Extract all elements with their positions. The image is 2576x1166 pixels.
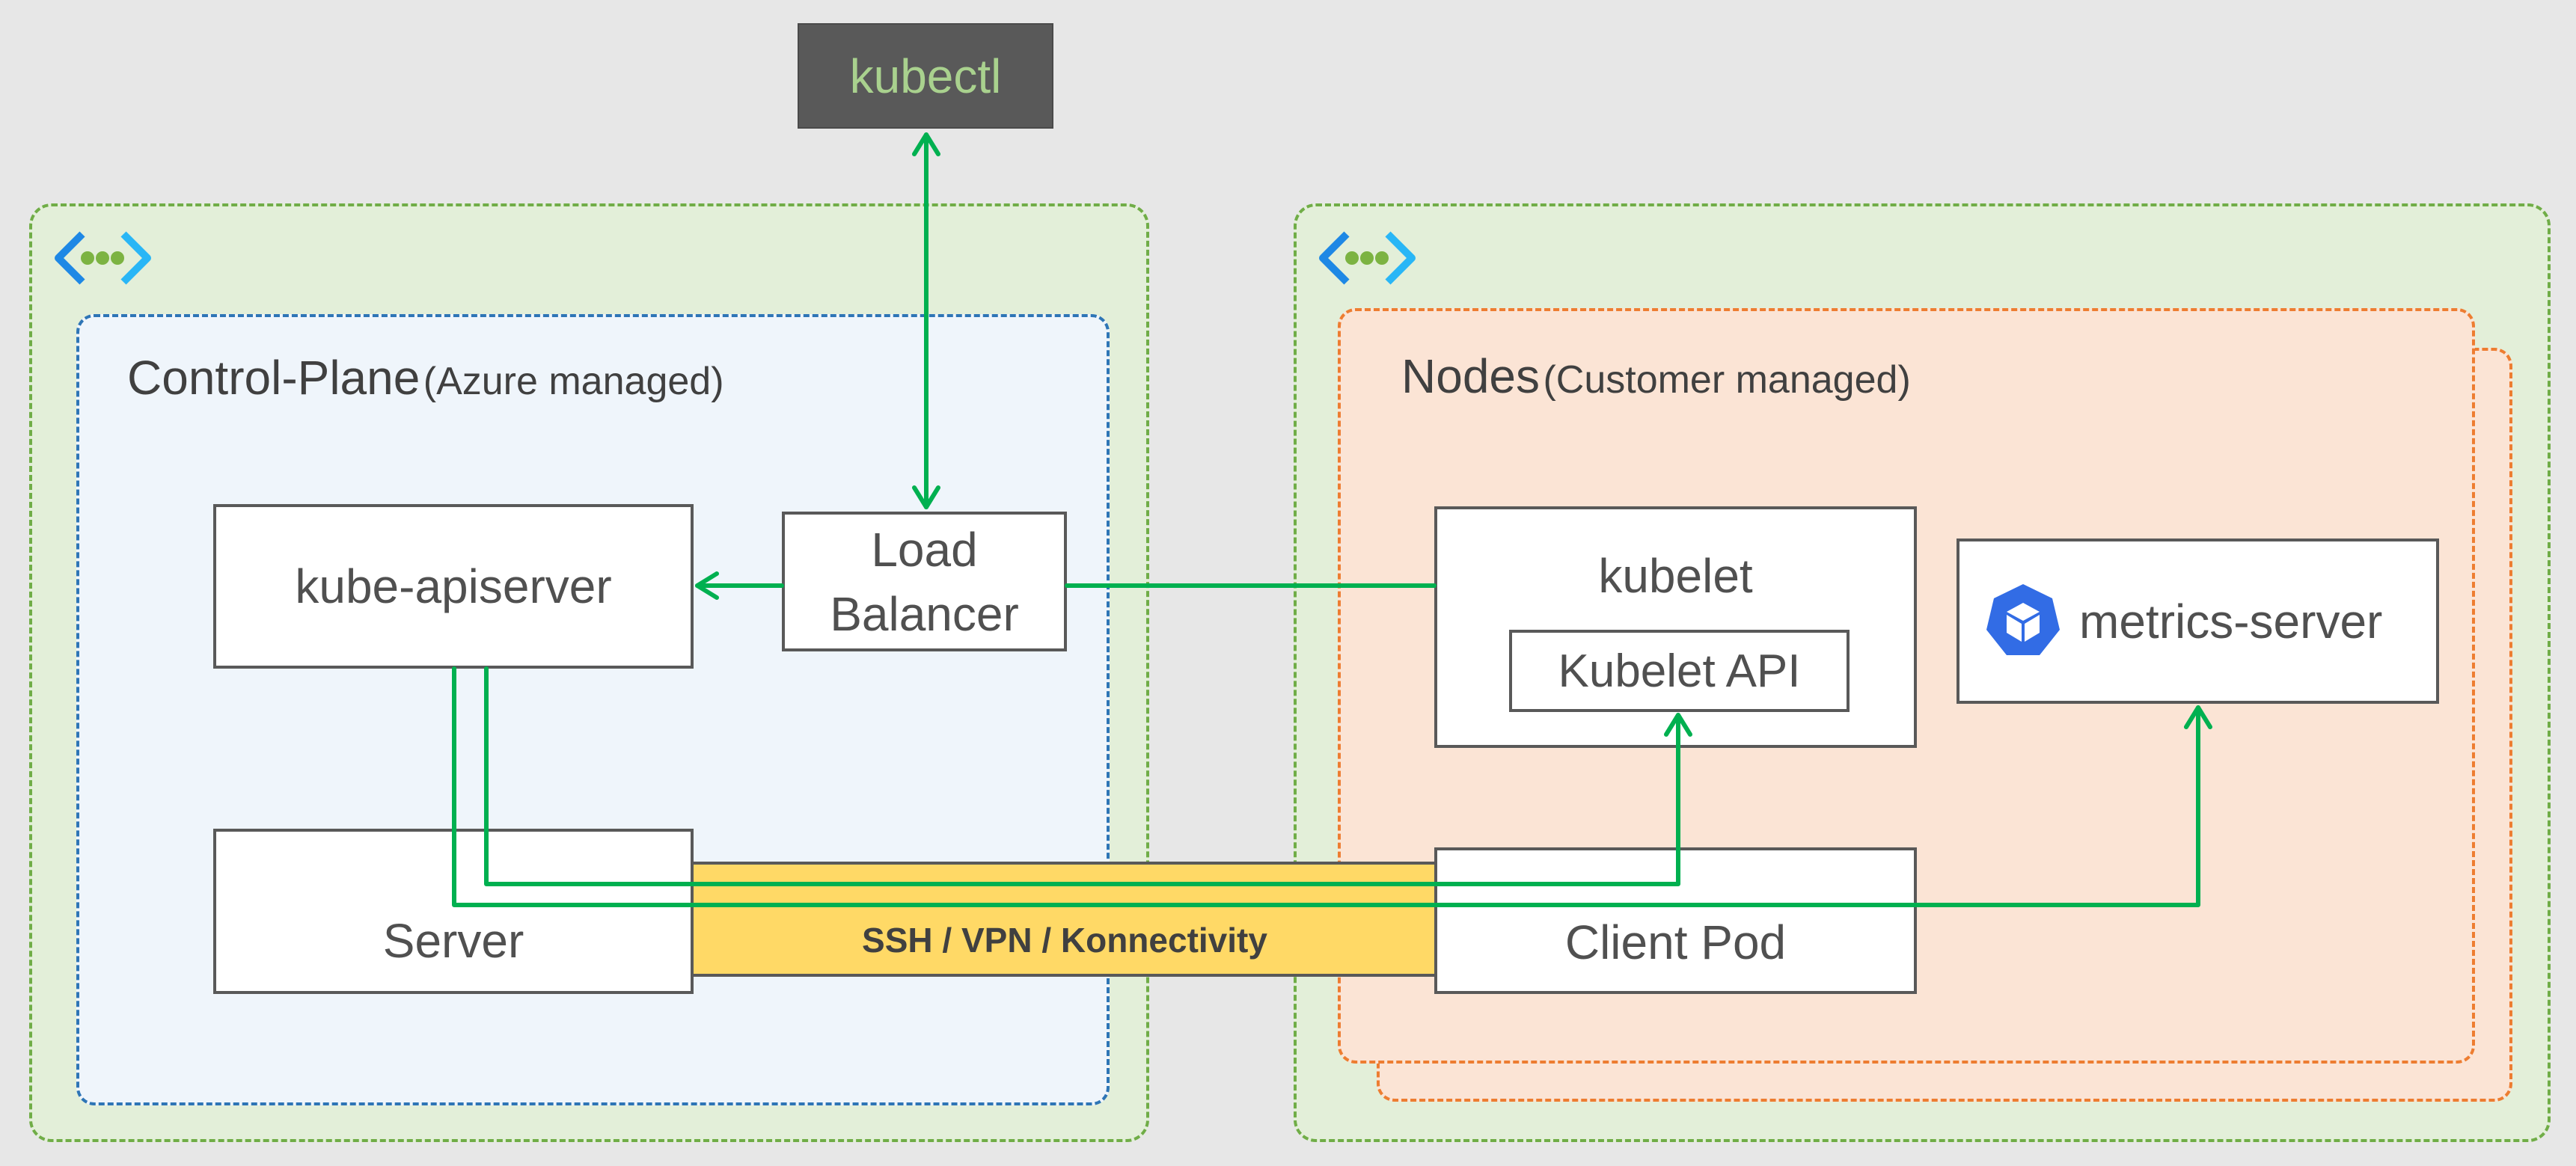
metrics-server-box: metrics-server	[1957, 538, 2439, 704]
tunnel-label: SSH / VPN / Konnectivity	[862, 921, 1267, 960]
nodes-title: Nodes (Customer managed)	[1401, 349, 1911, 404]
control-plane-title-text: Control-Plane	[127, 351, 420, 405]
nodes-title-text: Nodes	[1401, 349, 1540, 403]
virtual-network-icon	[55, 231, 151, 285]
tunnel-band: SSH / VPN / Konnectivity	[691, 862, 1438, 977]
metrics-server-label: metrics-server	[2079, 594, 2383, 648]
arrowhead-down	[912, 485, 940, 509]
arrowhead-up-metrics	[2184, 705, 2212, 729]
kubectl-label: kubectl	[849, 49, 1002, 103]
server-label: Server	[382, 914, 524, 968]
apiserver-kubelet-api-line	[484, 666, 1680, 886]
client-pod-box: Client Pod	[1434, 847, 1917, 994]
load-balancer-label-line1: Load	[871, 522, 978, 577]
load-balancer-box: Load Balancer	[782, 512, 1067, 651]
arrowhead-up-kubelet-api	[1664, 713, 1692, 737]
kubectl-box: kubectl	[798, 23, 1053, 129]
arrowhead-left	[695, 571, 719, 600]
load-balancer-label-line2: Balancer	[830, 586, 1019, 641]
client-pod-label: Client Pod	[1564, 915, 1787, 969]
kube-apiserver-box: kube-apiserver	[213, 504, 694, 669]
nodes-subtitle-text: (Customer managed)	[1543, 358, 1911, 402]
apiserver-metrics-line	[452, 666, 2200, 907]
kubelet-api-label: Kubelet API	[1558, 645, 1801, 697]
control-plane-title: Control-Plane (Azure managed)	[127, 350, 724, 405]
kubernetes-icon	[1986, 583, 2060, 655]
kubelet-api-box: Kubelet API	[1509, 630, 1850, 712]
server-box: Server	[213, 829, 694, 994]
kube-apiserver-label: kube-apiserver	[295, 559, 612, 613]
kubelet-label: kubelet	[1598, 549, 1753, 603]
virtual-network-icon	[1319, 231, 1416, 285]
control-plane-subtitle-text: (Azure managed)	[423, 360, 724, 403]
arrowhead-up	[912, 132, 940, 156]
